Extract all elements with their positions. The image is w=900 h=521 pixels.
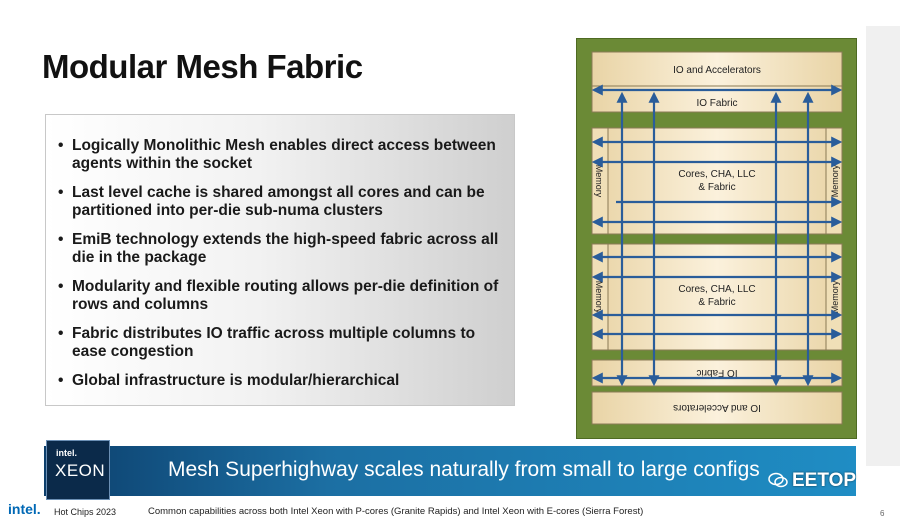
memory-left-2 [591,243,609,351]
bullet-item: EmiB technology extends the high-speed f… [58,231,500,267]
compute-2-label-line1: Cores, CHA, LLC [678,284,755,295]
top-fabric-label: IO Fabric [696,98,737,109]
watermark-text: EETOP [792,470,857,491]
page-number: 6 [880,509,885,518]
bullet-panel: Logically Monolithic Mesh enables direct… [45,114,515,406]
banner: Mesh Superhighway scales naturally from … [44,446,856,496]
compute-1-label-line1: Cores, CHA, LLC [678,169,755,180]
wechat-icon [768,472,788,488]
mesh-fabric-diagram: IO and Accelerators IO Fabric Memory Mem… [575,37,858,440]
right-edge-strip [866,26,900,466]
bullet-item: Global infrastructure is modular/hierarc… [58,372,500,390]
memory-label: Memory [594,165,604,198]
footnote: Common capabilities across both Intel Xe… [148,506,644,517]
bullet-item: Modularity and flexible routing allows p… [58,278,500,314]
memory-left-1 [591,127,609,235]
memory-label: Memory [830,280,840,313]
bullet-item: Last level cache is shared amongst all c… [58,184,500,220]
bottom-fabric-label: IO Fabric [696,367,737,378]
event-label: Hot Chips 2023 [54,507,117,517]
banner-text: Mesh Superhighway scales naturally from … [168,458,760,481]
bullet-item: Logically Monolithic Mesh enables direct… [58,137,500,173]
memory-right-2 [825,243,843,351]
bottom-io-label: IO and Accelerators [673,402,761,413]
badge-xeon-text: XEON [55,461,106,480]
memory-label: Memory [594,281,604,314]
xeon-badge: intel. XEON [46,440,110,500]
compute-die-1 [591,127,843,235]
top-io-label: IO and Accelerators [673,65,761,76]
memory-right-1 [825,127,843,235]
compute-2-label-line2: & Fabric [698,297,735,308]
memory-label: Memory [830,164,840,197]
bottom-io-tile [591,391,843,425]
top-io-tile [591,51,843,87]
slide-title: Modular Mesh Fabric [42,48,363,85]
mesh-vertical-lines [616,91,814,387]
intel-logo: intel. [8,501,41,517]
watermark: EETOP [768,470,856,492]
bullet-item: Fabric distributes IO traffic across mul… [58,325,500,361]
badge-intel-text: intel. [56,448,78,458]
compute-1-label-line2: & Fabric [698,182,735,193]
